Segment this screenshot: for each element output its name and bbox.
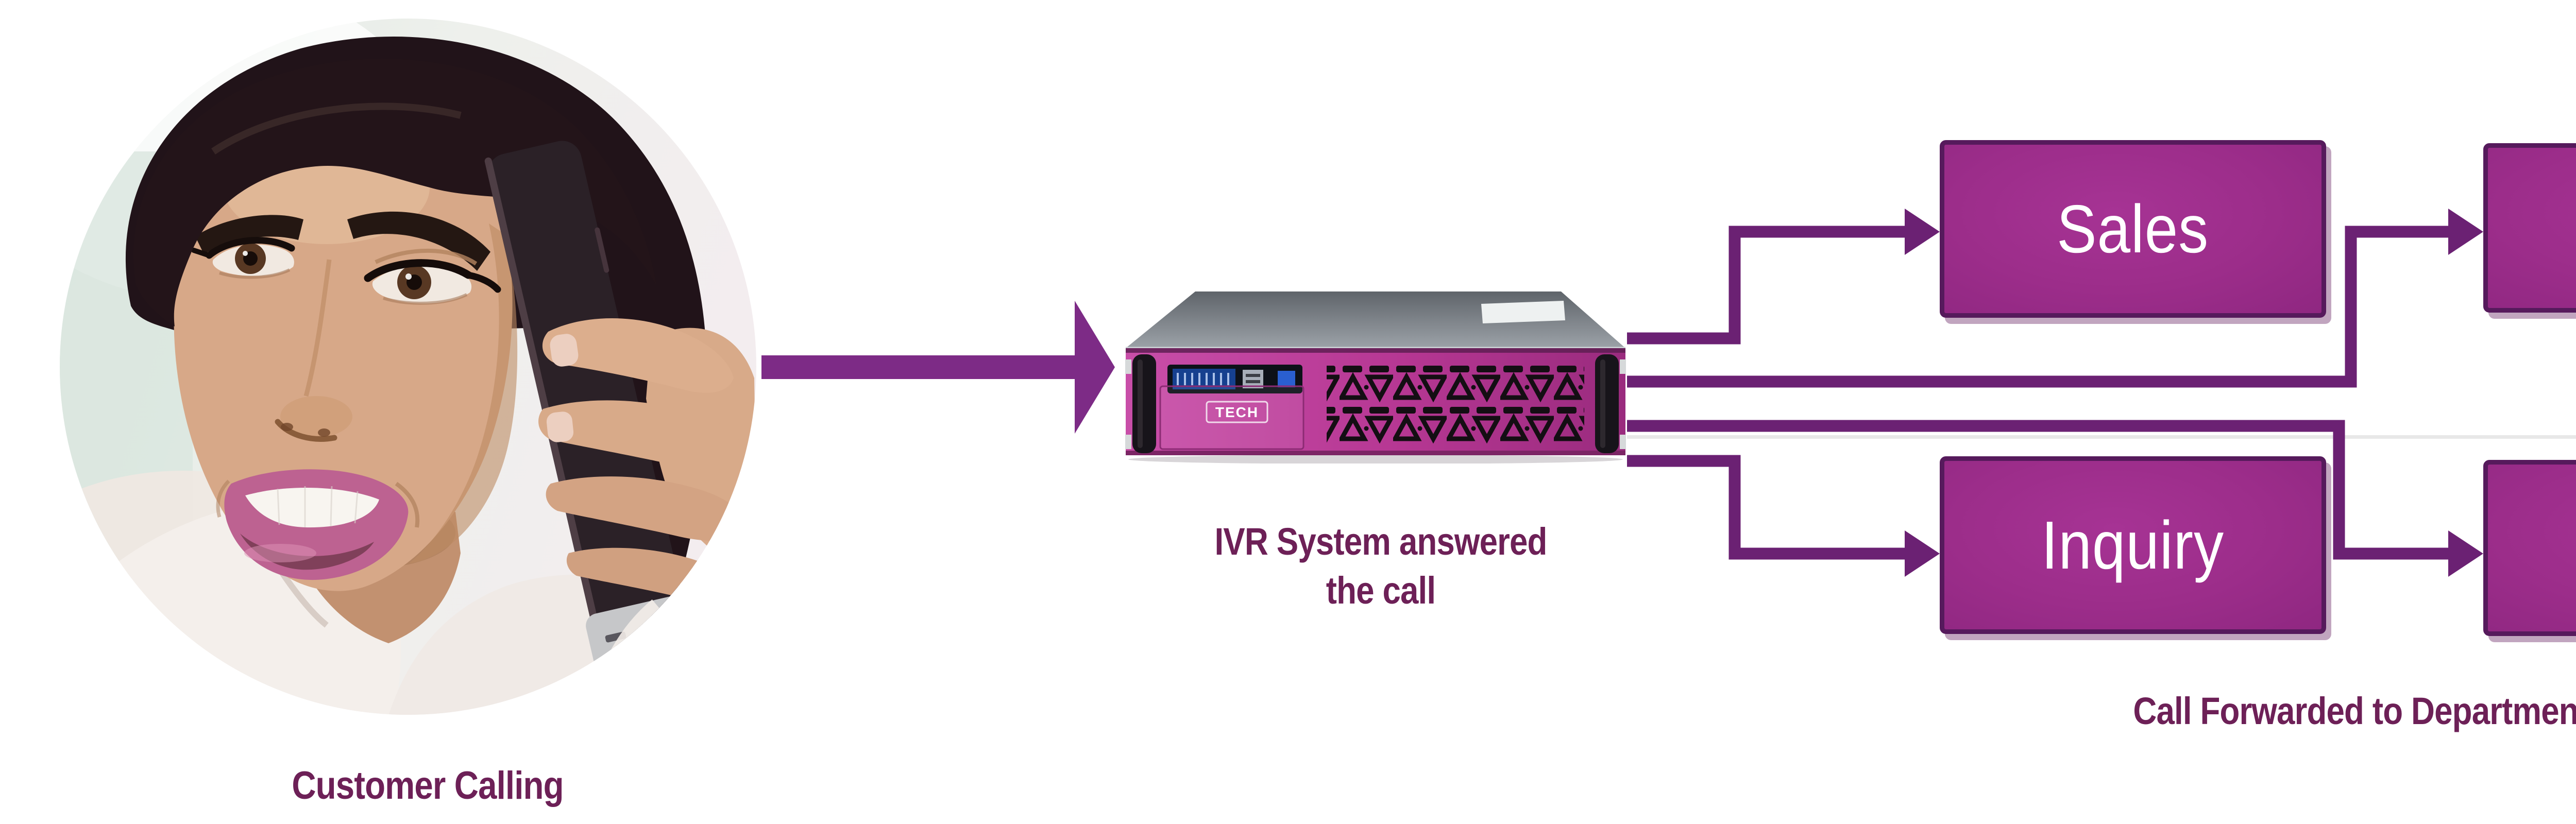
dept-box-inquiry: Inquiry [1940, 456, 2326, 634]
mouth [216, 469, 420, 580]
ivr-to-support-connector [1627, 226, 2458, 388]
customer-photo [59, 18, 757, 716]
ivr-to-others-connector [1627, 420, 2458, 560]
dept-box-others: Others [2483, 460, 2576, 636]
ivr-device: TECH [1072, 282, 1628, 464]
sales-arrowhead-icon [1905, 209, 1940, 255]
ivr-caption-line1: IVR System answered [1214, 520, 1547, 563]
eye-right [364, 248, 501, 305]
device-left-handle [1132, 354, 1156, 453]
support-arrowhead-icon [2448, 209, 2483, 255]
device-right-handle [1595, 354, 1619, 453]
nose [275, 259, 352, 442]
device-shadow-line [1627, 435, 2576, 439]
ivr-caption: IVR System answered the call [1159, 518, 1602, 615]
dept-box-sales-label: Sales [2057, 191, 2209, 267]
dept-box-support: Support [2483, 143, 2576, 313]
eye-left [191, 237, 295, 279]
departments-caption: Call Forwarded to Departments [2133, 690, 2576, 732]
others-arrowhead-icon [2448, 530, 2483, 577]
device-top-sticker [1481, 301, 1565, 323]
ivr-caption-line2: the call [1326, 569, 1436, 612]
ivr-to-sales-connector [1627, 226, 1914, 345]
device-drop-shadow [1128, 455, 1623, 464]
inquiry-arrowhead-icon [1905, 530, 1940, 577]
dept-box-inquiry-label: Inquiry [2041, 507, 2225, 583]
eyebrow-right [347, 211, 490, 271]
device-logo-text: TECH [1215, 404, 1259, 420]
ivr-to-inquiry-connector [1627, 455, 1914, 560]
dept-box-sales: Sales [1940, 140, 2326, 318]
device-door-panel [1159, 385, 1304, 450]
customer-caption: Customer Calling [292, 764, 564, 808]
device-logo-badge: TECH [1206, 401, 1268, 423]
customer-to-ivr-arrow [761, 301, 1115, 434]
device-vent-grille [1327, 363, 1584, 445]
